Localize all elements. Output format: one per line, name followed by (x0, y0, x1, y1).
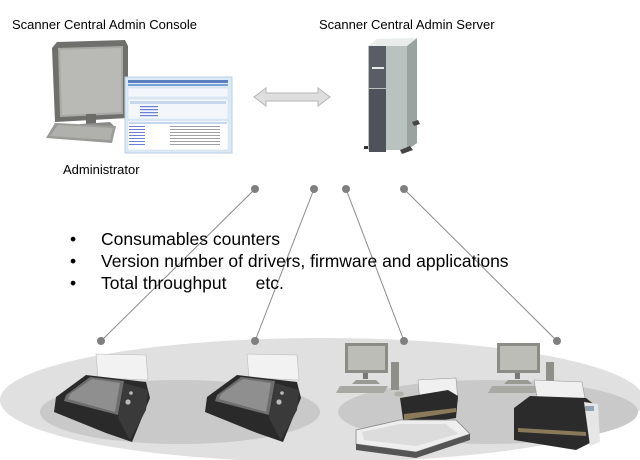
console-title: Scanner Central Admin Console (12, 17, 197, 32)
connector-line-2 (254, 188, 315, 342)
console-window-icon (124, 76, 233, 154)
bidirectional-arrow-icon (253, 87, 331, 107)
bullet-item: • Total throughput etc. (70, 272, 509, 294)
connector-dots (97, 185, 561, 345)
connector-dot (342, 185, 350, 193)
connector-lines (100, 188, 558, 342)
bullet-icon: • (70, 273, 77, 293)
connector-dot (251, 185, 259, 193)
bullet-text: Version number of drivers, firmware and … (101, 251, 509, 271)
client-pc-4-icon (488, 343, 554, 393)
connector-dot (400, 185, 408, 193)
admin-pc-icon (46, 40, 128, 143)
bullet-text: Consumables counters (101, 229, 280, 249)
network-scanner-2-icon (205, 353, 301, 442)
connector-line-4 (403, 188, 558, 342)
administrator-label: Administrator (63, 162, 140, 177)
connector-dot (97, 337, 105, 345)
connector-dot (553, 337, 561, 345)
server-tower-icon (364, 38, 420, 154)
sheetfed-scanner-icon (514, 379, 600, 450)
flatbed-scanner-icon (355, 377, 471, 458)
bullet-text: Total throughput etc. (101, 273, 284, 293)
bullet-item: • Consumables counters (70, 228, 509, 250)
connector-line-1 (100, 188, 256, 342)
connector-dot (251, 337, 259, 345)
server-title: Scanner Central Admin Server (319, 17, 495, 32)
connector-line-3 (345, 188, 405, 342)
connector-dot (400, 337, 408, 345)
bullet-icon: • (70, 251, 77, 271)
client-pc-3-icon (336, 343, 404, 397)
bullet-item: • Version number of drivers, firmware an… (70, 250, 509, 272)
connector-dot (310, 185, 318, 193)
network-scanner-1-icon (54, 353, 150, 442)
bullet-icon: • (70, 229, 77, 249)
info-bullet-list: • Consumables counters • Version number … (70, 228, 509, 294)
